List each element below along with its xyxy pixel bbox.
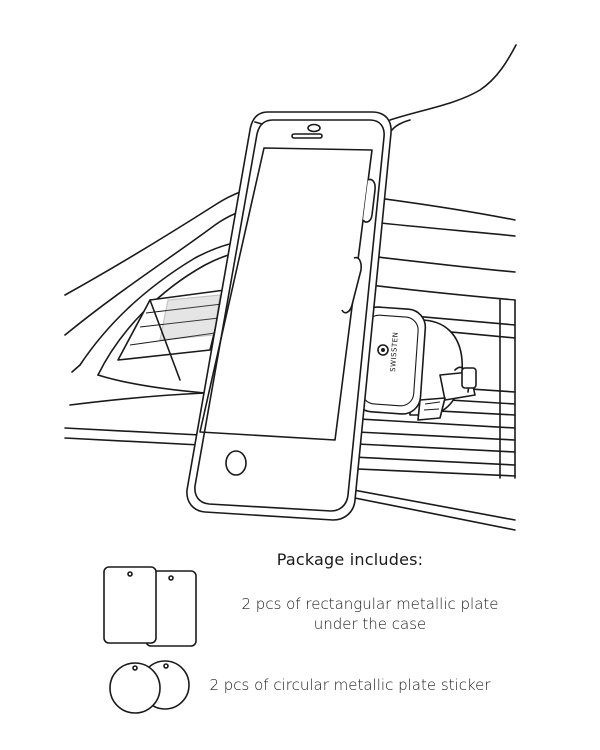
package-title: Package includes: xyxy=(276,550,424,569)
phone xyxy=(186,111,392,521)
rectangular-plates-icon xyxy=(103,566,197,647)
phone-on-vent-mount-illustration: SWISSTEN xyxy=(64,44,517,531)
magnetic-mount: SWISSTEN xyxy=(353,306,477,421)
circular-plates-icon xyxy=(109,660,190,714)
package-item-circular: 2 pcs of circular metallic plate sticker xyxy=(209,676,491,694)
package-item-rectangular-line2: under the case xyxy=(313,615,427,633)
package-item-rectangular: 2 pcs of rectangular metallic plate unde… xyxy=(205,594,535,634)
hand-outline xyxy=(389,44,517,121)
package-item-rectangular-line1: 2 pcs of rectangular metallic plate xyxy=(241,595,499,613)
mount-brand-text: SWISSTEN xyxy=(389,331,400,372)
